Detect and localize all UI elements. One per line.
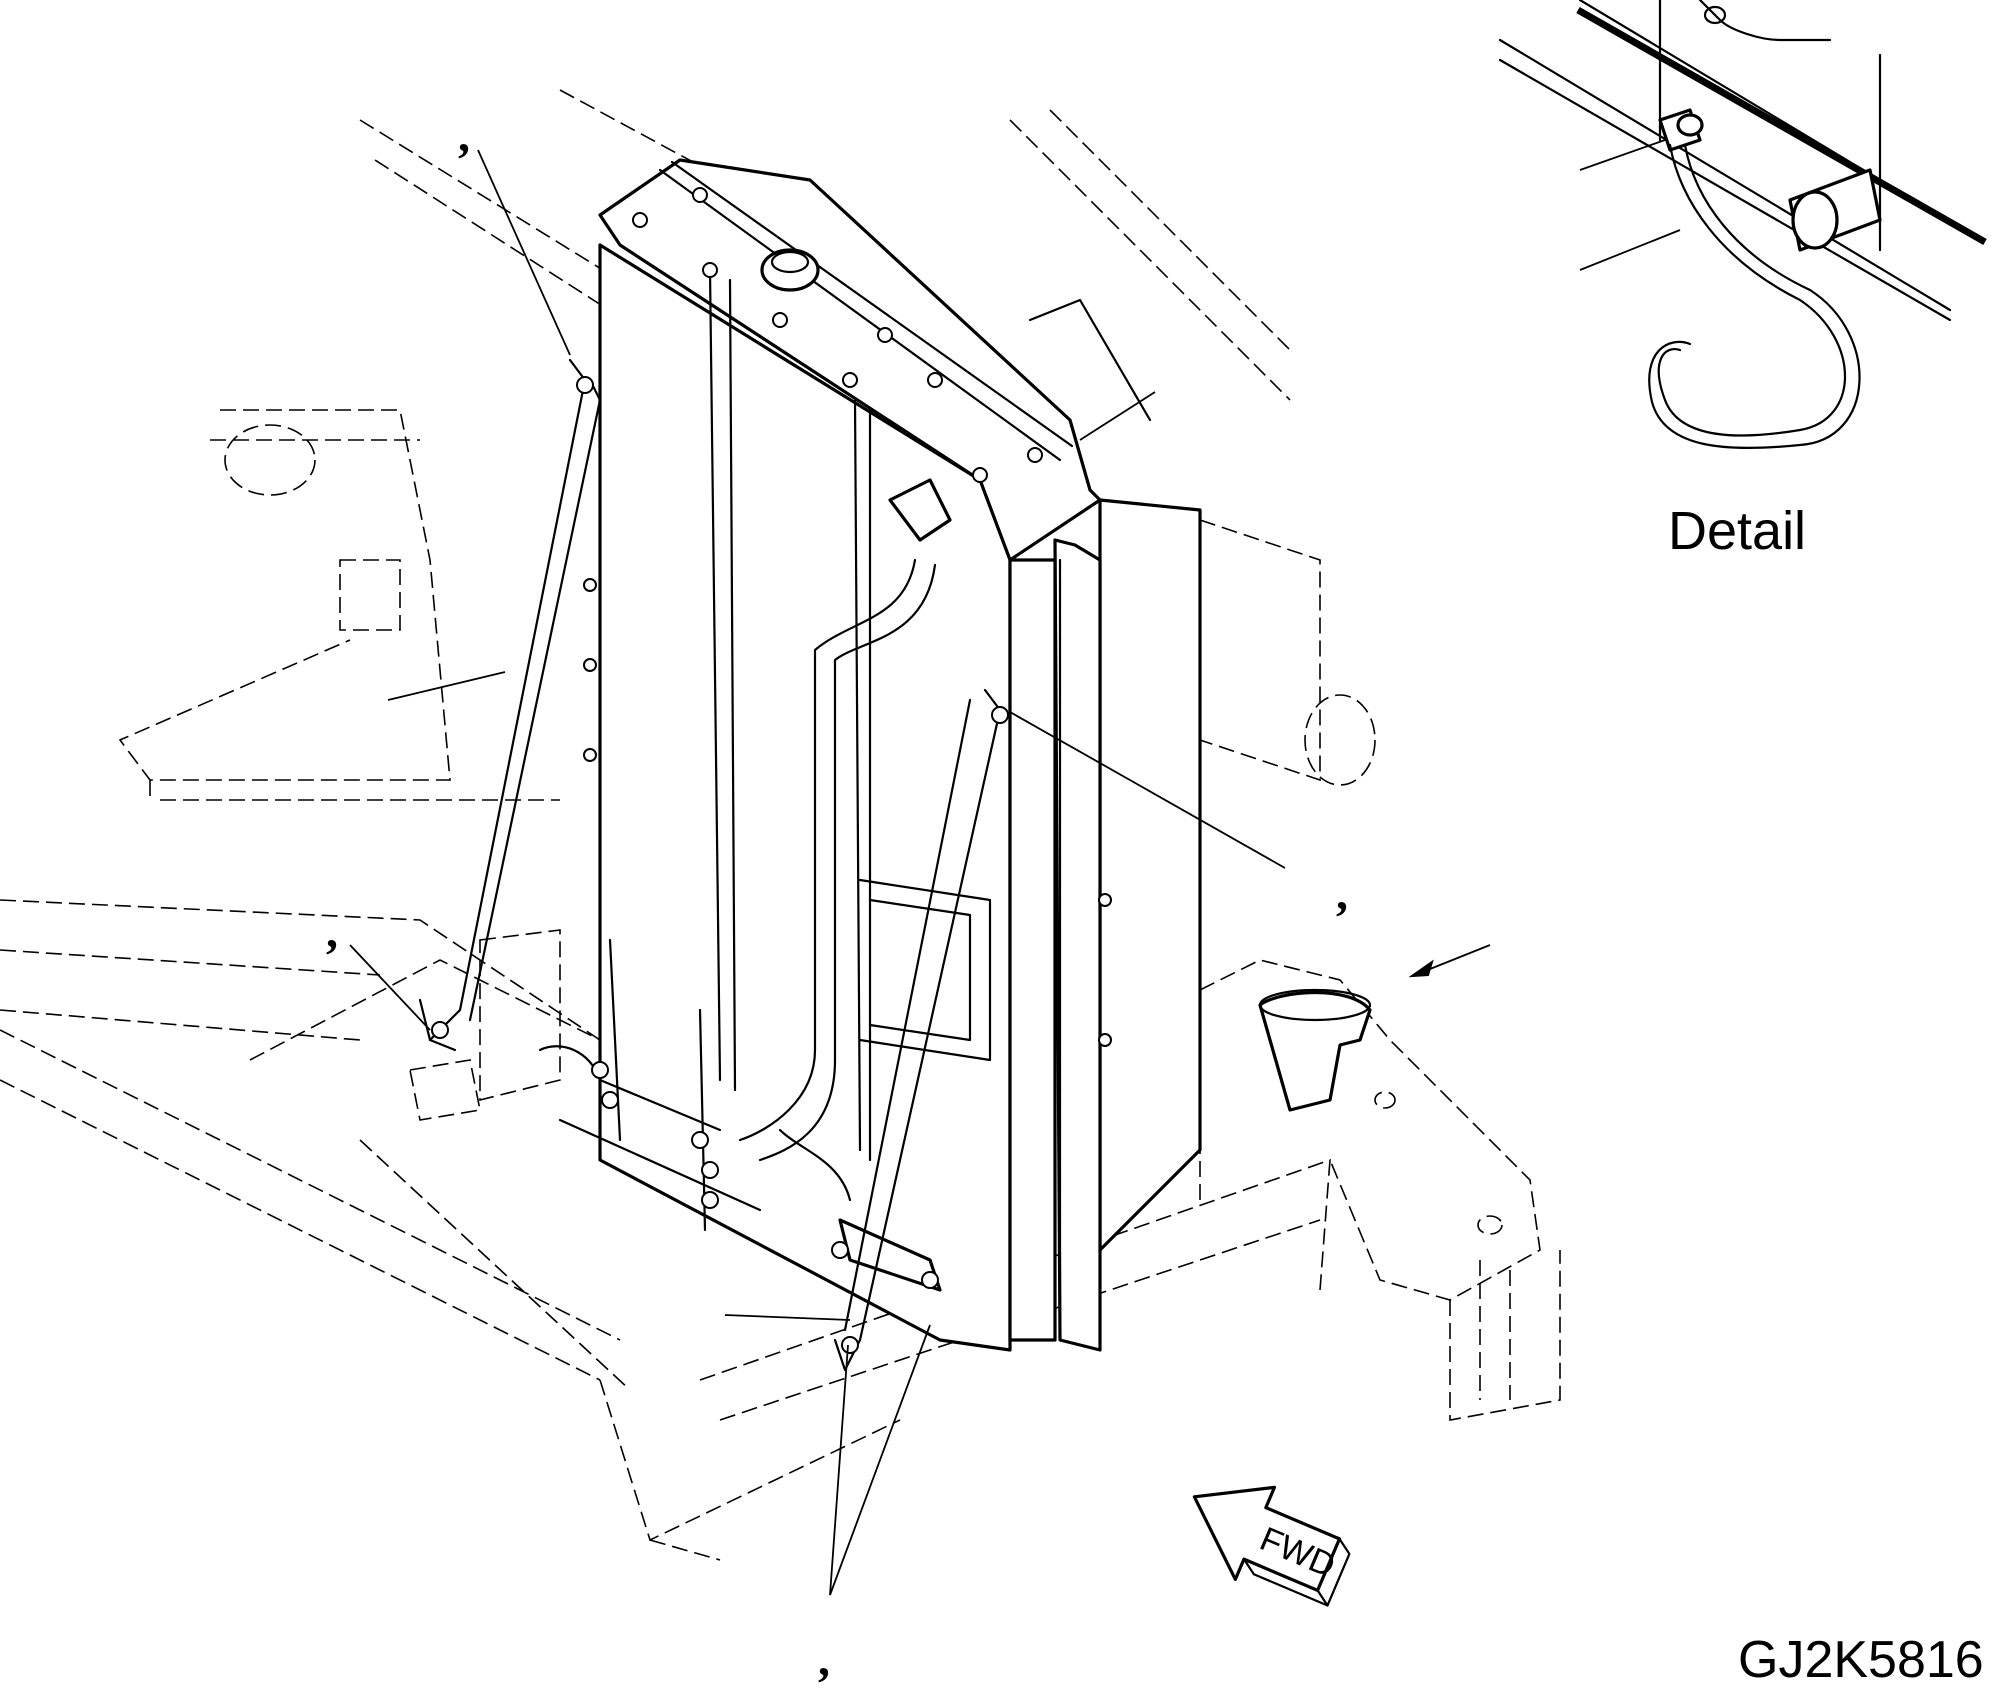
forward-arrow-icon: FWD <box>1192 1485 1351 1607</box>
stay-rod-left <box>418 358 602 1052</box>
drawing-code: GJ2K5816 <box>1738 1631 1984 1688</box>
callout-mark-top-left: , <box>458 109 470 162</box>
machine-frame-phantom <box>0 89 1561 1561</box>
leader-lines <box>349 149 1286 1596</box>
view-direction-arrow <box>1408 944 1491 978</box>
bolt-heads <box>583 187 1112 1289</box>
detail-label: Detail <box>1668 501 1807 561</box>
tank-cap-part <box>1258 988 1372 1112</box>
stay-rod-right <box>833 688 1009 1372</box>
radiator-icon <box>538 158 1202 1352</box>
callout-mark-left: , <box>326 905 338 958</box>
callout-mark-right: , <box>1336 867 1348 920</box>
hose-clip-icon <box>1498 0 1987 450</box>
callout-mark-bottom: , <box>818 1633 830 1686</box>
